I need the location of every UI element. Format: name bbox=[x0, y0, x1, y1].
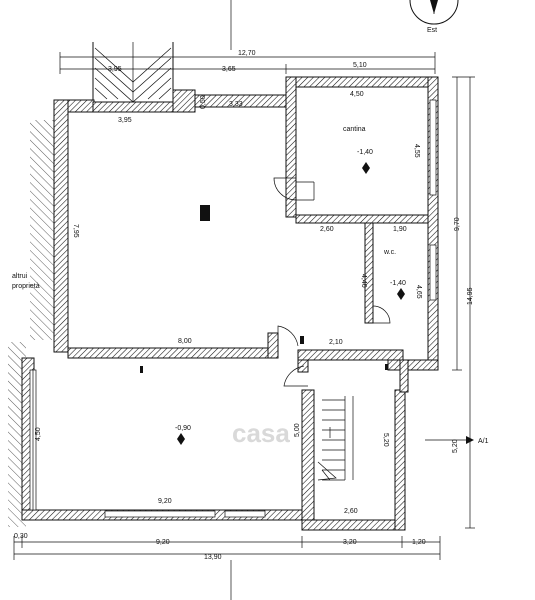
dim-right-970: 9,70 bbox=[454, 217, 461, 231]
door-swing-icon bbox=[372, 305, 391, 324]
dim-top-total: 12,70 bbox=[238, 50, 256, 57]
dim-mid-260: 2,60 bbox=[320, 226, 334, 233]
door-swing-icon bbox=[277, 325, 299, 350]
column-mark bbox=[140, 366, 143, 373]
dim-inner-333: 3,33 bbox=[229, 101, 243, 108]
compass-label: Est bbox=[427, 27, 437, 34]
bottom-dimensions: 0,30 9,20 3,20 1,20 13,90 bbox=[13, 533, 441, 561]
watermark: casa bbox=[232, 418, 290, 448]
dim-top-a: 3,95 bbox=[108, 66, 122, 73]
column-mark bbox=[385, 364, 388, 370]
room-name-wc: w.c. bbox=[383, 249, 396, 256]
section-arrow-icon bbox=[466, 436, 474, 444]
room-name-cantina: cantina bbox=[343, 126, 366, 133]
windows bbox=[29, 99, 437, 518]
dim-wc-440: 4,40 bbox=[360, 274, 367, 288]
door-swing-icon bbox=[273, 177, 297, 201]
section-marker: A/1 bbox=[478, 438, 489, 445]
doors bbox=[273, 177, 391, 387]
dim-cantina-h: 4,55 bbox=[413, 144, 420, 158]
dim-bot-120: 1,20 bbox=[412, 539, 426, 546]
level-cantina: -1,40 bbox=[357, 149, 373, 156]
dim-left-795: 7,95 bbox=[72, 224, 79, 238]
walls bbox=[21, 76, 439, 531]
level-marker-icon bbox=[177, 433, 185, 445]
dim-lower-450: 4,50 bbox=[35, 427, 42, 441]
level-wc: -1,40 bbox=[390, 280, 406, 287]
dim-mid-190: 1,90 bbox=[393, 226, 407, 233]
right-dimensions: 9,70 14,95 5,20 A/1 bbox=[425, 76, 489, 529]
dim-inner-395: 3,95 bbox=[118, 117, 132, 124]
dim-bot-920: 9,20 bbox=[156, 539, 170, 546]
dim-mid-800: 8,00 bbox=[178, 338, 192, 345]
level-marker-icon bbox=[397, 288, 405, 300]
compass-arrow-icon bbox=[430, 0, 438, 14]
compass: Est bbox=[409, 0, 459, 34]
dim-stair-w: 2,60 bbox=[344, 508, 358, 515]
dim-right-1495: 14,95 bbox=[467, 287, 474, 305]
column-mark bbox=[300, 336, 304, 344]
dim-lower-500: 5,00 bbox=[294, 423, 301, 437]
dim-bot-320: 3,20 bbox=[343, 539, 357, 546]
dim-top-b: 3,65 bbox=[222, 66, 236, 73]
level-marker-icon bbox=[362, 162, 370, 174]
dim-bot-total: 13,90 bbox=[204, 554, 222, 561]
inner-dimensions: 3,95 3,33 0,50 4,50 4,55 2,60 1,90 4,65 … bbox=[35, 91, 422, 515]
dim-wc-h: 4,65 bbox=[415, 285, 422, 299]
dim-inner-050: 0,50 bbox=[200, 95, 207, 109]
door-swing-icon bbox=[283, 365, 308, 387]
room-wc: w.c. -1,40 bbox=[383, 249, 406, 300]
level-main: -0,90 bbox=[175, 425, 191, 432]
stairs bbox=[317, 396, 354, 481]
dim-section-520: 5,20 bbox=[452, 439, 459, 453]
neighbour-label-2: proprietà bbox=[12, 283, 40, 290]
level-marker-icon bbox=[200, 205, 210, 221]
top-dimensions: 12,70 3,95 3,65 5,10 bbox=[59, 50, 436, 74]
dim-lower-920: 9,20 bbox=[158, 498, 172, 505]
dim-cantina-w: 4,50 bbox=[350, 91, 364, 98]
dim-bot-030: 0,30 bbox=[14, 533, 28, 540]
neighbour-label-1: altrui bbox=[12, 273, 28, 280]
room-main: -0,90 bbox=[175, 205, 210, 445]
room-cantina: cantina -1,40 bbox=[343, 126, 373, 174]
entrance-ramp bbox=[92, 42, 174, 103]
dim-top-c: 5,10 bbox=[353, 62, 367, 69]
dim-mid-210: 2,10 bbox=[329, 339, 343, 346]
dim-stair-520: 5,20 bbox=[382, 433, 389, 447]
